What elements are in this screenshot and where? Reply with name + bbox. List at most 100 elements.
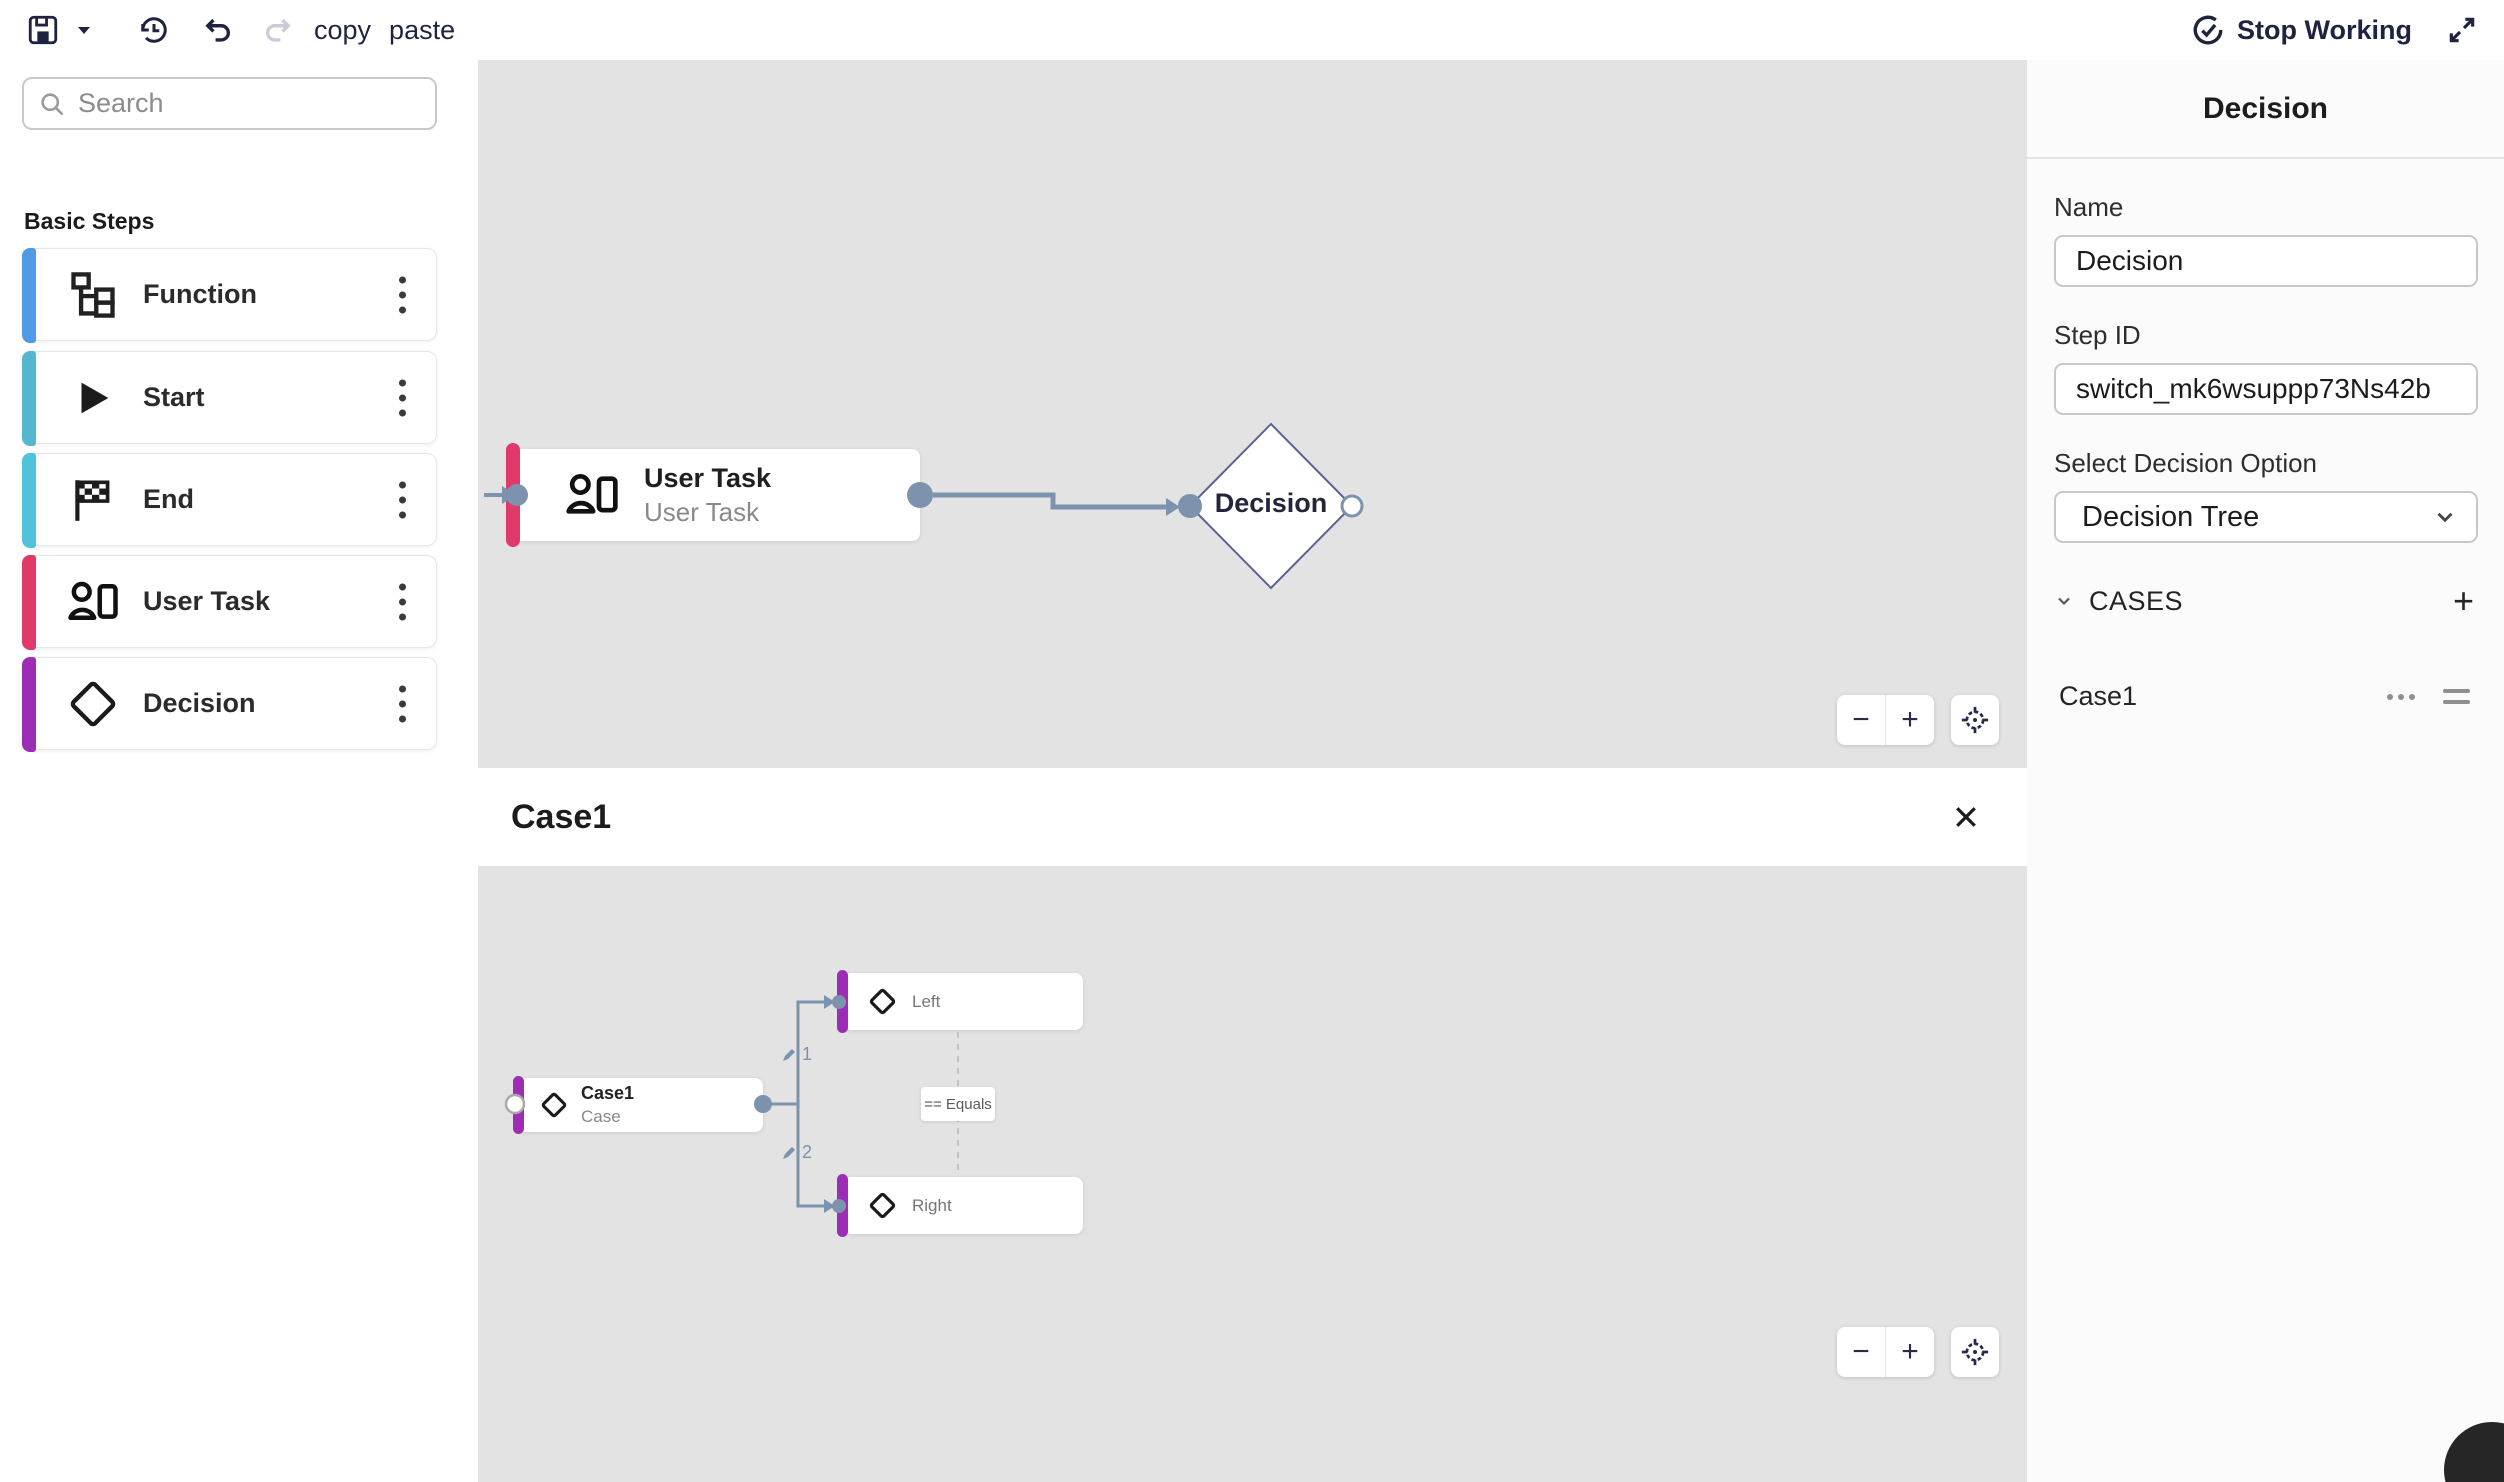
case-canvas-connectors xyxy=(504,995,959,1213)
decision-option-label: Select Decision Option xyxy=(2054,448,2318,478)
steps-sidebar: Basic Steps Function Start xyxy=(0,60,478,1482)
end-flag-icon xyxy=(63,475,123,525)
start-icon xyxy=(63,375,123,421)
user-task-icon xyxy=(562,467,622,523)
expand-icon[interactable] xyxy=(2446,14,2478,46)
step-id-field[interactable] xyxy=(2054,363,2478,415)
node-color-bar xyxy=(506,443,520,547)
undo-icon[interactable] xyxy=(200,13,234,47)
end-color-bar xyxy=(22,453,36,548)
branch-1-label[interactable]: 1 xyxy=(781,1044,812,1065)
node-subtitle: Case xyxy=(581,1106,621,1126)
copy-button[interactable]: copy xyxy=(314,14,372,45)
fit-view-button[interactable] xyxy=(1951,1327,1999,1377)
search-box[interactable] xyxy=(22,77,437,130)
redo-icon[interactable] xyxy=(262,13,296,47)
inspector-panel: Decision Name Step ID Select Decision Op… xyxy=(2027,60,2504,1482)
branch-number: 1 xyxy=(802,1044,813,1064)
case-options-icon[interactable] xyxy=(2381,688,2421,706)
node-label: Right xyxy=(912,1195,952,1215)
step-card-end[interactable]: End xyxy=(22,453,437,548)
case-panel-header: Case1 xyxy=(478,768,2027,866)
step-menu-kebab-icon[interactable] xyxy=(391,677,414,730)
zoom-in-button[interactable]: + xyxy=(1901,1335,1919,1368)
check-circle-icon xyxy=(2193,15,2223,45)
decision-node[interactable]: Decision xyxy=(1214,488,1328,518)
name-label: Name xyxy=(2054,192,2124,222)
zoom-out-button[interactable]: − xyxy=(1837,1327,1886,1377)
close-icon[interactable] xyxy=(1951,802,1981,832)
user-task-node[interactable]: User Task User Task xyxy=(506,443,920,547)
save-dropdown-caret-icon[interactable] xyxy=(74,20,94,40)
step-label: User Task xyxy=(143,586,271,616)
step-card-decision[interactable]: Decision xyxy=(22,657,437,752)
case-panel-title: Case1 xyxy=(511,797,612,836)
top-toolbar: copy paste Stop Working xyxy=(0,0,2504,60)
case-flow-canvas[interactable]: Case1 Case Left Right xyxy=(478,866,2027,1482)
step-label: Decision xyxy=(143,688,256,718)
crosshair-icon xyxy=(1961,1338,1989,1366)
case-list-item[interactable]: Case1 xyxy=(2054,681,2478,712)
node-title: Case1 xyxy=(581,1083,635,1104)
decision-diamond-icon xyxy=(539,1090,569,1120)
right-operand-node[interactable]: Right xyxy=(837,1174,1083,1237)
stop-working-button[interactable]: Stop Working xyxy=(2191,13,2412,47)
cases-section-header: CASES + xyxy=(2054,583,2478,619)
stop-working-label: Stop Working xyxy=(2237,14,2412,45)
node-subtitle: User Task xyxy=(644,496,760,527)
main-canvas-zoom-controls: − + xyxy=(1837,695,1999,745)
case-node[interactable]: Case1 Case xyxy=(513,1076,763,1134)
history-icon[interactable] xyxy=(136,12,172,48)
fit-view-button[interactable] xyxy=(1951,695,1999,745)
paste-button[interactable]: paste xyxy=(389,14,456,45)
inspector-title: Decision xyxy=(2202,92,2329,125)
decision-diamond-icon xyxy=(63,678,123,730)
pencil-icon xyxy=(783,1048,795,1061)
section-title: Basic Steps xyxy=(24,208,155,234)
node-color-bar xyxy=(837,970,848,1033)
step-id-label: Step ID xyxy=(2054,320,2141,350)
case-name: Case1 xyxy=(2059,681,2138,711)
left-operand-node[interactable]: Left xyxy=(837,970,1083,1033)
step-menu-kebab-icon[interactable] xyxy=(391,371,414,424)
node-label: Left xyxy=(912,991,941,1011)
main-flow-canvas[interactable]: User Task User Task Decision − + xyxy=(478,60,2027,768)
pencil-icon xyxy=(783,1146,795,1159)
step-menu-kebab-icon[interactable] xyxy=(391,268,414,321)
equals-operator-chip[interactable]: == Equals xyxy=(921,1087,995,1121)
decision-diamond-icon xyxy=(867,1190,898,1221)
search-input[interactable] xyxy=(78,88,408,119)
divider xyxy=(2027,157,2504,159)
main-canvas-connectors xyxy=(484,422,1364,590)
search-icon xyxy=(41,92,64,115)
add-case-button[interactable]: + xyxy=(2452,580,2474,621)
drag-handle-icon[interactable] xyxy=(2443,685,2470,708)
decision-option-select[interactable]: Decision Tree xyxy=(2054,491,2478,543)
step-menu-kebab-icon[interactable] xyxy=(391,575,414,628)
node-title: User Task xyxy=(644,462,772,493)
crosshair-icon xyxy=(1961,706,1989,734)
chevron-down-icon xyxy=(2437,512,2453,523)
step-card-start[interactable]: Start xyxy=(22,351,437,446)
node-color-bar xyxy=(837,1174,848,1237)
function-color-bar xyxy=(22,248,36,343)
zoom-in-button[interactable]: + xyxy=(1901,703,1919,736)
step-label: Function xyxy=(143,279,257,309)
decision-color-bar xyxy=(22,657,36,752)
step-label: Start xyxy=(143,382,205,412)
step-label: End xyxy=(143,484,194,514)
step-card-user-task[interactable]: User Task xyxy=(22,555,437,650)
selected-option: Decision Tree xyxy=(2082,500,2260,533)
save-icon[interactable] xyxy=(26,13,60,47)
name-field[interactable] xyxy=(2054,235,2478,287)
zoom-out-button[interactable]: − xyxy=(1837,695,1886,745)
branch-2-label[interactable]: 2 xyxy=(781,1142,812,1163)
step-card-function[interactable]: Function xyxy=(22,248,437,343)
start-color-bar xyxy=(22,351,36,446)
cases-title: CASES xyxy=(2089,585,2184,616)
step-menu-kebab-icon[interactable] xyxy=(391,473,414,526)
node-color-bar xyxy=(513,1076,524,1134)
case-canvas-zoom-controls: − + xyxy=(1837,1327,1999,1377)
function-icon xyxy=(63,269,123,321)
chevron-down-icon[interactable] xyxy=(2054,591,2074,611)
